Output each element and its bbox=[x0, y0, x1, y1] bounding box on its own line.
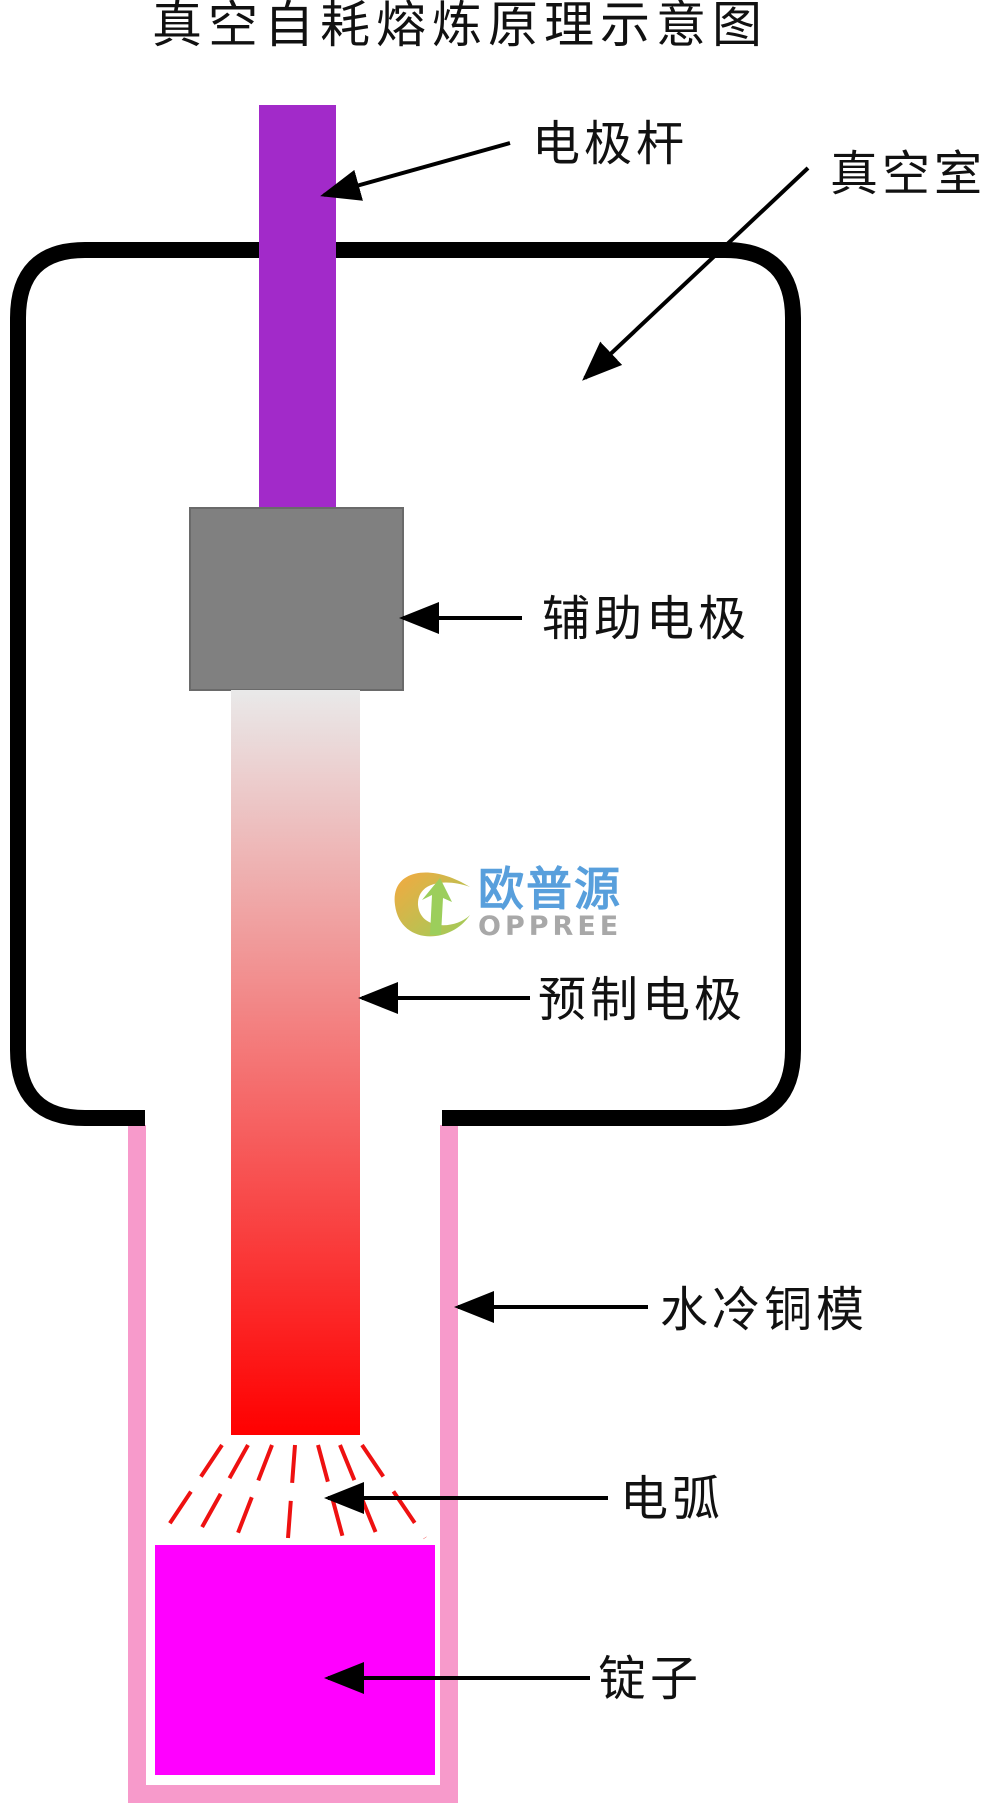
copper-mold-bottom bbox=[128, 1785, 458, 1803]
auxiliary-electrode bbox=[189, 507, 404, 691]
arc-line bbox=[286, 1444, 297, 1539]
arc-line bbox=[360, 1443, 427, 1540]
label-auxiliary-electrode: 辅助电极 bbox=[542, 591, 750, 647]
logo-arrow-icon bbox=[422, 878, 452, 935]
label-electrode-rod: 电极杆 bbox=[532, 116, 688, 172]
label-arc: 电弧 bbox=[620, 1471, 724, 1527]
vacuum-chamber bbox=[10, 242, 801, 1126]
label-vacuum-chamber: 真空室 bbox=[830, 146, 986, 202]
prefab-electrode bbox=[231, 690, 360, 1435]
ingot bbox=[155, 1545, 435, 1775]
label-prefab-electrode: 预制电极 bbox=[538, 972, 746, 1028]
arrow-electrode-rod bbox=[320, 141, 511, 201]
arc-line bbox=[158, 1443, 224, 1540]
copper-mold-right-wall bbox=[440, 1125, 458, 1803]
diagram-title: 真空自耗熔炼原理示意图 bbox=[152, 0, 768, 54]
arc-line bbox=[234, 1444, 274, 1539]
arc-line bbox=[316, 1444, 345, 1539]
arc bbox=[158, 1443, 427, 1540]
label-copper-mold: 水冷铜模 bbox=[660, 1282, 868, 1338]
water-cooled-copper-mold bbox=[128, 1125, 458, 1803]
arrow-vacuum-chamber bbox=[582, 166, 810, 381]
logo-chinese-text: 欧普源 bbox=[478, 862, 622, 916]
logo-english-text: OPPREE bbox=[478, 911, 622, 942]
logo-swoosh-icon bbox=[394, 872, 470, 937]
label-ingot: 锭子 bbox=[598, 1651, 702, 1707]
electrode-rod bbox=[259, 105, 336, 510]
arc-line bbox=[338, 1444, 380, 1539]
pointer-arrows bbox=[320, 141, 810, 1694]
arc-line bbox=[194, 1444, 250, 1539]
oppree-logo: 欧普源 OPPREE bbox=[394, 862, 622, 942]
copper-mold-left-wall bbox=[128, 1125, 146, 1803]
